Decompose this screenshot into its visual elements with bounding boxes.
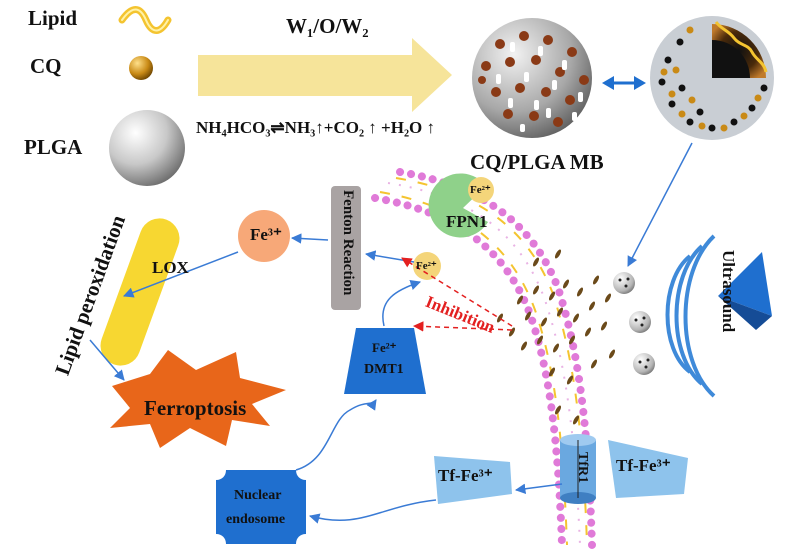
tf-fe3-extracellular-label: Tf-Fe³⁺ [616,456,671,475]
released-cq-particles [496,249,616,425]
fenton-label: Fenton Reaction [340,190,356,296]
nuclear-endosome [216,470,306,544]
lox-label: LOX [152,258,189,277]
tf-fe3-intracellular [434,456,512,504]
lipid-peroxidation-bar [100,218,180,366]
tf-fe3-extracellular [608,440,688,498]
small-microbubbles [613,272,655,375]
fenton-reaction-box [331,186,361,310]
fpn1-label: FPN1 [446,212,488,231]
plga-icon [109,110,185,186]
pathway-arrows [89,233,563,524]
ultrasound-label: Ultrasound [719,250,738,333]
microbubble-cutaway [650,16,774,140]
legend-cq-label: CQ [30,54,62,78]
ferroptosis-label: Ferroptosis [144,396,247,420]
process-arrow [198,38,452,112]
tfr1-label: TfR1 [575,452,590,484]
fe3-ion [238,210,290,262]
fe3-label: Fe³⁺ [250,225,282,244]
ultrasound-icon [665,234,772,398]
tf-fe3-intracellular-label: Tf-Fe³⁺ [438,466,493,485]
fpn1-fe2-label: Fe²⁺ [470,184,491,196]
reaction-equation: NH₄HCO₃⇌NH₃↑+CO₂ ↑ +H₂O ↑ [196,118,436,137]
delivery-arrow [627,142,693,267]
dmt1-fe2-label: Fe²⁺ [372,340,397,355]
legend-plga-label: PLGA [24,135,83,159]
fe2-label: Fe²⁺ [416,260,437,272]
inhibition-arrows [401,257,513,332]
emulsion-method-label: W₁/O/W₂ [286,14,369,38]
tfr1-receptor [560,434,596,504]
nuclear-endosome-label-line1: Nuclear [234,488,282,503]
ferroptosis-burst [110,350,286,448]
cq-plga-microbubble [472,18,592,138]
legend-lipid-label: Lipid [28,6,78,30]
cq-icon [129,56,153,80]
equivalence-arrow [602,76,646,90]
nuclear-endosome-label-line2: endosome [226,512,286,527]
fe2-ion [413,252,441,280]
dmt1-label: DMT1 [364,362,404,377]
product-label: CQ/PLGA MB [470,150,604,174]
fpn1-fe2-ion [468,177,494,203]
dmt1-transporter [344,328,426,394]
